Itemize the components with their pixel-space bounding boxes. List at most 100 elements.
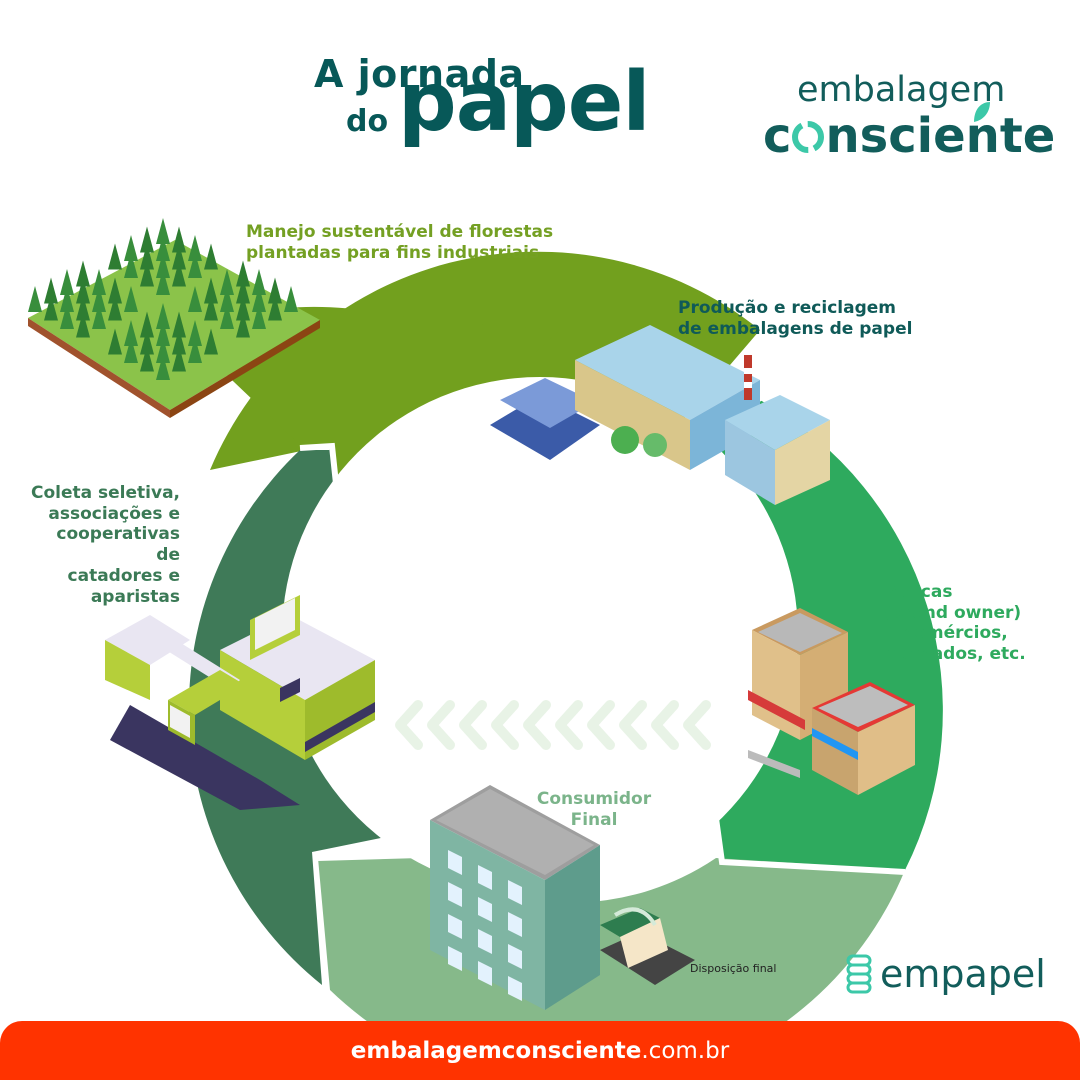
disposal-label: Disposição final — [690, 962, 777, 975]
center-chevrons — [395, 700, 711, 750]
tree-icon — [76, 294, 90, 321]
tree-icon — [188, 286, 202, 312]
tree-icon — [236, 260, 250, 287]
label-line: catadores e — [67, 565, 180, 586]
title-do: do — [346, 104, 389, 139]
window — [478, 929, 492, 954]
tree-icon — [172, 311, 186, 338]
stage-label-brands: Marcas (brand owner) + comércios, mercad… — [884, 582, 1026, 665]
tree-icon — [188, 235, 202, 261]
tree-icon — [188, 320, 202, 346]
chevron-left-icon — [491, 700, 519, 750]
tree-icon — [188, 337, 202, 363]
brand-nsciente: nsciente — [825, 108, 1056, 164]
tree-icon — [156, 303, 170, 329]
tree-icon — [204, 243, 218, 270]
tree-icon — [268, 294, 282, 321]
ring-separator — [317, 852, 421, 861]
window — [448, 946, 462, 971]
tree-icon — [268, 277, 282, 304]
shops-illustration — [748, 608, 915, 795]
tree-icon — [60, 286, 74, 312]
tree-icon — [156, 354, 170, 380]
footer-banner: embalagemconsciente.com.br — [0, 1021, 1080, 1080]
tree-icon — [252, 286, 266, 312]
recycling-plant-illustration — [105, 595, 375, 810]
tree-icon — [220, 269, 234, 295]
label-line: associações e — [48, 503, 180, 524]
chevron-left-icon — [619, 700, 647, 750]
tree-icon — [140, 311, 154, 338]
url-bold: embalagemconsciente — [350, 1037, 642, 1064]
stage-label-production: Produção e reciclagem de embalagens de p… — [678, 298, 912, 339]
empapel-logo: empapel — [846, 952, 1046, 996]
tree-icon — [236, 294, 250, 321]
window — [508, 880, 522, 905]
tree-icon — [140, 345, 154, 372]
chevron-left-icon — [555, 700, 583, 750]
tree-icon — [172, 226, 186, 253]
window — [478, 865, 492, 890]
tree-icon — [172, 345, 186, 372]
tree-icon — [140, 243, 154, 270]
tree-icon — [140, 328, 154, 355]
label-line: de embalagens de papel — [678, 318, 913, 339]
tree-icon — [124, 252, 138, 278]
label-line: aparistas — [90, 586, 180, 607]
tree-icon — [124, 286, 138, 312]
chevron-left-icon — [651, 700, 679, 750]
label-line: Marcas — [884, 582, 953, 602]
website-link[interactable]: embalagemconsciente.com.br — [351, 1038, 729, 1064]
title-line1: A jornada — [314, 52, 525, 96]
leaf-icon — [974, 102, 990, 122]
label-line: + comércios, — [884, 623, 1008, 644]
tree-icon — [156, 218, 170, 244]
tree-icon — [60, 269, 74, 295]
window — [478, 897, 492, 922]
label-line: Manejo sustentável de florestas — [246, 222, 554, 242]
tree-icon — [76, 311, 90, 338]
tree-icon — [252, 269, 266, 295]
label-line: (brand owner) — [884, 602, 1022, 623]
empapel-icon — [846, 954, 872, 994]
label-line: Consumidor — [536, 789, 652, 809]
chevron-left-icon — [523, 700, 551, 750]
brand-c: c — [763, 108, 792, 164]
window — [508, 976, 522, 1001]
stage-label-consumer: Consumidor Final — [533, 789, 655, 830]
factory-illustration — [490, 325, 830, 505]
window — [448, 882, 462, 907]
tree-icon — [44, 294, 58, 321]
tree-icon — [44, 277, 58, 304]
label-line: mercados, etc. — [884, 644, 1026, 665]
tree-icon — [252, 303, 266, 329]
tree-icon — [172, 243, 186, 270]
window — [478, 961, 492, 986]
label-line: Coleta seletiva, — [31, 483, 180, 503]
tree-icon — [220, 303, 234, 329]
ring-inner — [282, 377, 798, 893]
tree-icon — [156, 252, 170, 278]
window — [448, 914, 462, 939]
chevron-left-icon — [587, 700, 615, 750]
tree-icon — [172, 260, 186, 287]
stage-label-forest: Manejo sustentável de florestas plantada… — [246, 222, 553, 263]
recycle-o-icon — [792, 121, 825, 153]
tree-icon — [204, 294, 218, 321]
tree-icon — [156, 235, 170, 261]
tree-icon — [92, 303, 106, 329]
tree-icon — [188, 252, 202, 278]
tree-icon — [76, 260, 90, 287]
tree-icon — [108, 294, 122, 321]
label-line: Produção e reciclagem — [678, 298, 896, 318]
title-papel: papel — [398, 55, 650, 150]
tree-icon — [108, 243, 122, 270]
tree-icon — [124, 320, 138, 346]
tree-icon — [28, 286, 42, 312]
tree-icon — [156, 320, 170, 346]
tree-icon — [236, 277, 250, 304]
tree-icon — [60, 303, 74, 329]
tree-icon — [156, 269, 170, 295]
brand-logo-line2: c nsciente — [763, 108, 1055, 164]
